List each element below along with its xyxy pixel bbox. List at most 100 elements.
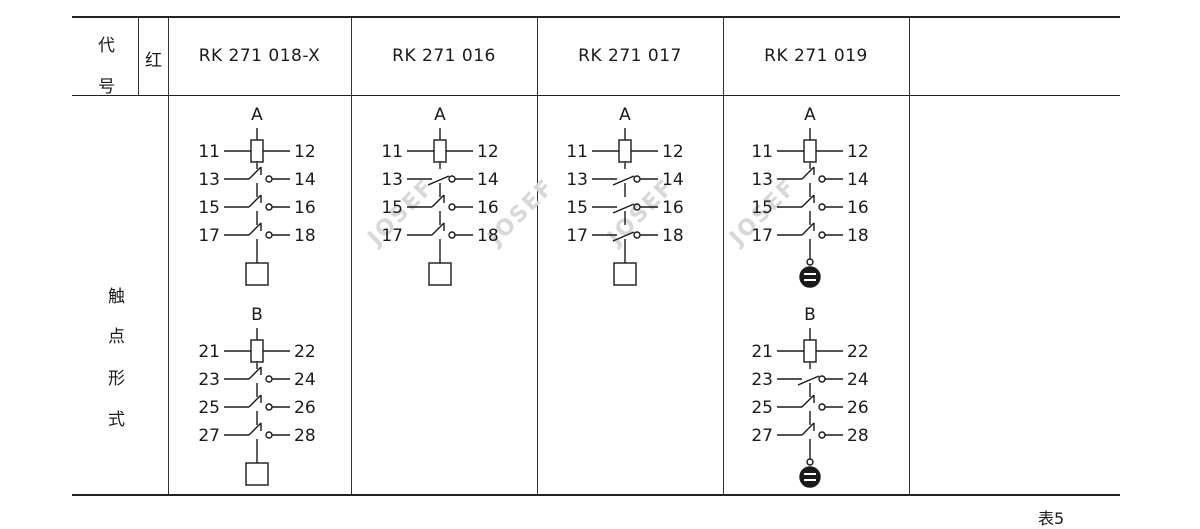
- contact-terminal: [818, 203, 826, 211]
- red-label: 红: [145, 51, 162, 71]
- reset-button-box: [613, 262, 637, 286]
- terminal-number: 27: [198, 426, 220, 446]
- contact-terminal: [265, 175, 273, 183]
- switch-blade-nc: [248, 222, 262, 236]
- terminal-number: 17: [198, 226, 220, 246]
- relay-coil: [803, 339, 817, 363]
- terminal-number: 15: [566, 198, 588, 218]
- terminal-number: 18: [294, 226, 316, 246]
- contact-terminal: [633, 203, 641, 211]
- table-bottom-rule: [72, 494, 1120, 496]
- terminal-number: 16: [847, 198, 869, 218]
- header-bottom-rule: [72, 95, 1120, 96]
- terminal-number: 27: [751, 426, 773, 446]
- terminal-number: 24: [294, 370, 316, 390]
- terminal-number: 15: [751, 198, 773, 218]
- terminal-number: 15: [198, 198, 220, 218]
- switch-blade-nc: [801, 422, 815, 436]
- row-label-char-2: 点: [108, 327, 125, 347]
- terminal-number: 13: [566, 170, 588, 190]
- contact-terminal: [265, 231, 273, 239]
- terminal-number: 26: [294, 398, 316, 418]
- row-label-char-1: 触: [108, 287, 125, 307]
- switch-blade-no: [612, 203, 635, 214]
- group-label: A: [251, 105, 263, 125]
- group-label: A: [619, 105, 631, 125]
- reset-knob-joint: [806, 458, 814, 466]
- reset-button-box: [245, 262, 269, 286]
- reset-button-round-body: [799, 266, 821, 288]
- switch-blade-nc: [431, 194, 445, 208]
- switch-blade-no: [612, 175, 635, 186]
- terminal-number: 12: [294, 142, 316, 162]
- col-divider-5: [723, 17, 724, 494]
- col-divider-2: [168, 17, 169, 494]
- reset-button-round: [799, 266, 821, 288]
- contact-terminal: [448, 231, 456, 239]
- contact-terminal: [265, 403, 273, 411]
- contact-terminal: [818, 403, 826, 411]
- terminal-number: 17: [381, 226, 403, 246]
- row-label-char-3: 形: [108, 369, 125, 389]
- terminal-number: 28: [294, 426, 316, 446]
- reset-button-round: [799, 466, 821, 488]
- terminal-number: 22: [294, 342, 316, 362]
- contact-terminal: [265, 375, 273, 383]
- terminal-number: 16: [662, 198, 684, 218]
- terminal-number: 17: [751, 226, 773, 246]
- col-divider-4: [537, 17, 538, 494]
- terminal-number: 12: [662, 142, 684, 162]
- terminal-number: 23: [751, 370, 773, 390]
- relay-coil: [250, 139, 264, 163]
- contact-terminal: [265, 431, 273, 439]
- switch-blade-no: [797, 375, 820, 386]
- terminal-number: 18: [477, 226, 499, 246]
- terminal-number: 13: [198, 170, 220, 190]
- contact-terminal: [633, 175, 641, 183]
- col-divider-6: [909, 17, 910, 494]
- relay-coil: [250, 339, 264, 363]
- terminal-number: 26: [847, 398, 869, 418]
- terminal-number: 11: [198, 142, 220, 162]
- reset-knob-joint: [806, 258, 814, 266]
- col-divider-3: [351, 17, 352, 494]
- switch-blade-nc: [248, 366, 262, 380]
- switch-blade-nc: [801, 222, 815, 236]
- terminal-number: 11: [566, 142, 588, 162]
- reset-button-box: [428, 262, 452, 286]
- model-header-2: RK 271 016: [392, 46, 496, 66]
- group-label: A: [434, 105, 446, 125]
- relay-coil: [803, 139, 817, 163]
- table-top-rule: [72, 16, 1120, 18]
- relay-coil: [433, 139, 447, 163]
- model-header-4: RK 271 019: [764, 46, 868, 66]
- terminal-number: 21: [751, 342, 773, 362]
- model-header-1: RK 271 018-X: [198, 46, 321, 66]
- col-divider-1: [138, 17, 139, 95]
- code-label-char-2: 号: [98, 77, 115, 97]
- terminal-number: 11: [751, 142, 773, 162]
- switch-blade-nc: [801, 394, 815, 408]
- switch-blade-no: [427, 175, 450, 186]
- switch-blade-nc: [248, 194, 262, 208]
- switch-blade-nc: [431, 222, 445, 236]
- terminal-number: 15: [381, 198, 403, 218]
- terminal-number: 14: [294, 170, 316, 190]
- terminal-number: 21: [198, 342, 220, 362]
- terminal-number: 17: [566, 226, 588, 246]
- switch-blade-nc: [801, 194, 815, 208]
- terminal-number: 25: [198, 398, 220, 418]
- group-label: B: [804, 305, 816, 325]
- contact-terminal: [448, 203, 456, 211]
- switch-blade-nc: [248, 422, 262, 436]
- contact-terminal: [633, 231, 641, 239]
- contact-terminal: [818, 431, 826, 439]
- contact-terminal: [265, 203, 273, 211]
- table-number-note: 表5: [1038, 509, 1065, 528]
- terminal-number: 24: [847, 370, 869, 390]
- terminal-number: 16: [294, 198, 316, 218]
- terminal-number: 23: [198, 370, 220, 390]
- terminal-number: 14: [477, 170, 499, 190]
- contact-terminal: [448, 175, 456, 183]
- terminal-number: 11: [381, 142, 403, 162]
